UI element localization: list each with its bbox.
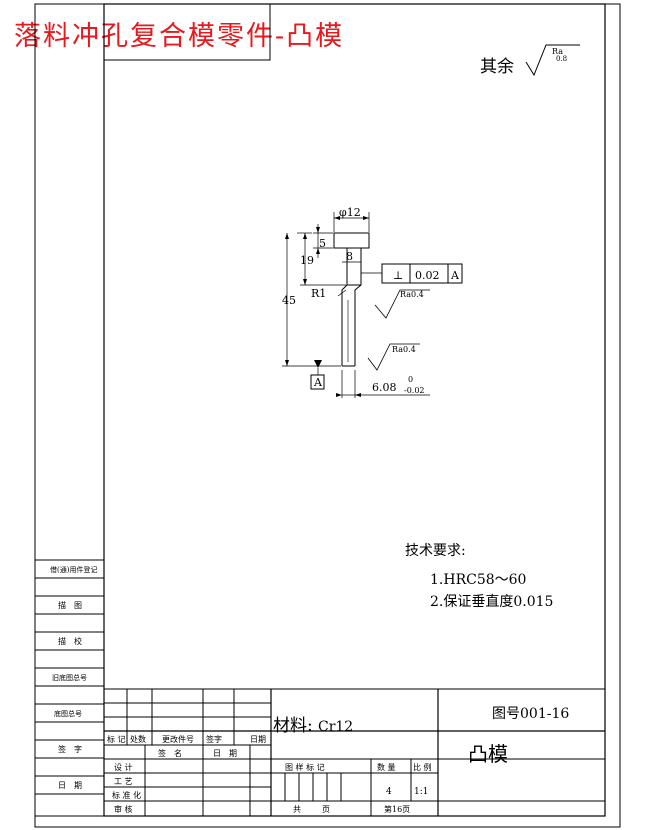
- roughness-ra-label: Ra: [552, 47, 563, 56]
- punch-outline: [333, 232, 370, 367]
- title-block-grid: [104, 688, 605, 816]
- tolerance-value: 0.02: [415, 269, 440, 282]
- side-label-old-base: 旧底图总号: [52, 673, 87, 682]
- tolerance-datum: A: [450, 269, 460, 282]
- rev-header-sign: 签字: [206, 734, 222, 744]
- side-label-sign: 签 字: [58, 744, 82, 754]
- dim-total-length: 45: [282, 294, 296, 307]
- sheet-label: 第16页: [384, 804, 410, 814]
- surface-mark-2: Ra0.4: [392, 345, 416, 354]
- datum-box: [310, 374, 325, 390]
- tolerance-symbol: ⊥: [393, 269, 403, 282]
- stage-label: 图 样 标 记: [285, 762, 325, 772]
- dim-shoulder: 19: [300, 254, 314, 267]
- side-label-proof: 描 校: [58, 636, 82, 646]
- drawing-number: 图号001-16: [492, 706, 569, 722]
- role-standard: 标 准 化: [112, 790, 141, 800]
- side-label-base: 底图总号: [54, 709, 82, 718]
- dim-diameter: φ12: [339, 206, 361, 219]
- side-label-borrowed: 借(通)用件登记: [50, 565, 97, 574]
- tech-req-item-2: 2.保证垂直度0.015: [430, 593, 553, 610]
- material-label: 材料:: [273, 716, 313, 736]
- quantity-label: 数 量: [377, 762, 396, 772]
- rev-header-mark: 标 记: [107, 734, 126, 744]
- dim-shaft-tol-lower: -0.02: [404, 386, 425, 395]
- page-label: 页: [322, 805, 330, 814]
- rev-header-change-no: 更改件号: [162, 734, 194, 744]
- role-process: 工 艺: [114, 777, 133, 786]
- dim-shaft-diameter: 6.08: [372, 381, 397, 394]
- scale-label: 比 例: [413, 762, 432, 772]
- dim-head-height: 5: [319, 237, 326, 250]
- side-label-date: 日 期: [58, 781, 82, 790]
- roughness-symbol-icon: [525, 44, 580, 77]
- tech-req-item-1: 1.HRC58～60: [430, 572, 526, 588]
- dimension-lines: [282, 212, 430, 398]
- side-label-trace: 描 图: [58, 600, 82, 610]
- part-name: 凸模: [468, 742, 508, 766]
- dim-shaft-tol-upper: 0: [408, 375, 413, 384]
- banner-title: 落料冲孔复合模零件-凸模: [14, 21, 345, 52]
- tolerance-frame: [381, 263, 463, 284]
- tech-req-title: 技术要求:: [405, 543, 466, 559]
- sig-header-name: 签 名: [158, 748, 182, 758]
- role-review: 审 核: [114, 804, 133, 814]
- dim-radius: R1: [311, 287, 326, 300]
- side-column: [35, 559, 104, 817]
- surface-symbol-icon: [367, 289, 430, 371]
- rev-header-date: 日期: [250, 735, 266, 744]
- roughness-note: 其余 Ra 0.8: [480, 44, 580, 77]
- rev-header-count: 处数: [130, 734, 146, 744]
- material-value: Cr12: [318, 719, 353, 735]
- dimension-arrows: [285, 216, 369, 397]
- sheet-frame: [34, 3, 621, 828]
- scale-value: 1:1: [414, 787, 428, 797]
- total-label: 共: [293, 805, 301, 814]
- roughness-prefix: 其余: [480, 57, 514, 77]
- role-design: 设 计: [114, 762, 133, 772]
- datum-label: A: [313, 376, 323, 389]
- surface-mark-1: Ra0.4: [400, 290, 424, 299]
- quantity-value: 4: [386, 787, 392, 797]
- sig-header-date: 日 期: [213, 749, 237, 758]
- roughness-ra-value: 0.8: [556, 55, 567, 63]
- dim-step-width: 8: [346, 250, 353, 263]
